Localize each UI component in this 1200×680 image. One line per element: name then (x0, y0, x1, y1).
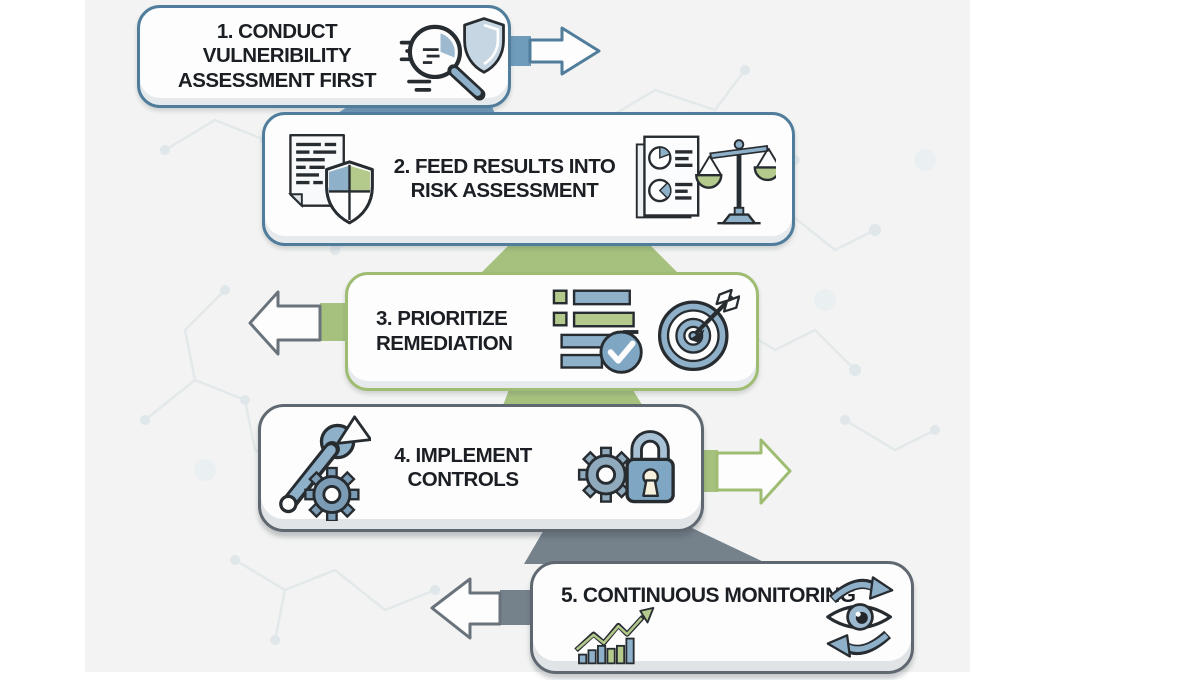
target-arrow-icon (654, 288, 740, 375)
step-3-label: 3. PRIORITIZE REMEDIATION (376, 307, 513, 355)
step-2-card: 2. FEED RESULTS INTO RISK ASSESSMENT (262, 112, 795, 246)
magnifier-shield-icon (398, 13, 508, 101)
gear-padlock-icon (577, 421, 681, 515)
report-balance-scale-icon (630, 131, 776, 227)
step-4-label: 4. IMPLEMENT CONTROLS (394, 443, 532, 491)
growth-chart-icon (563, 605, 673, 667)
document-shield-icon (279, 131, 379, 227)
eye-refresh-icon (823, 570, 897, 662)
step-3-card: 3. PRIORITIZE REMEDIATION (345, 272, 759, 391)
wrench-gear-icon (271, 415, 371, 521)
step-1-card: 1. CONDUCT VULNERIBILITY ASSESSMENT FIRS… (137, 5, 511, 108)
step-2-label: 2. FEED RESULTS INTO RISK ASSESSMENT (393, 154, 616, 202)
step-5-label: 5. CONTINUOUS MONITORING (561, 584, 856, 607)
step-5-card: 5. CONTINUOUS MONITORING (530, 561, 914, 674)
step-1-label: 1. CONDUCT VULNERIBILITY ASSESSMENT FIRS… (177, 20, 377, 92)
checklist-checkmark-icon (552, 288, 648, 376)
step-4-card: 4. IMPLEMENT CONTROLS (258, 404, 704, 532)
